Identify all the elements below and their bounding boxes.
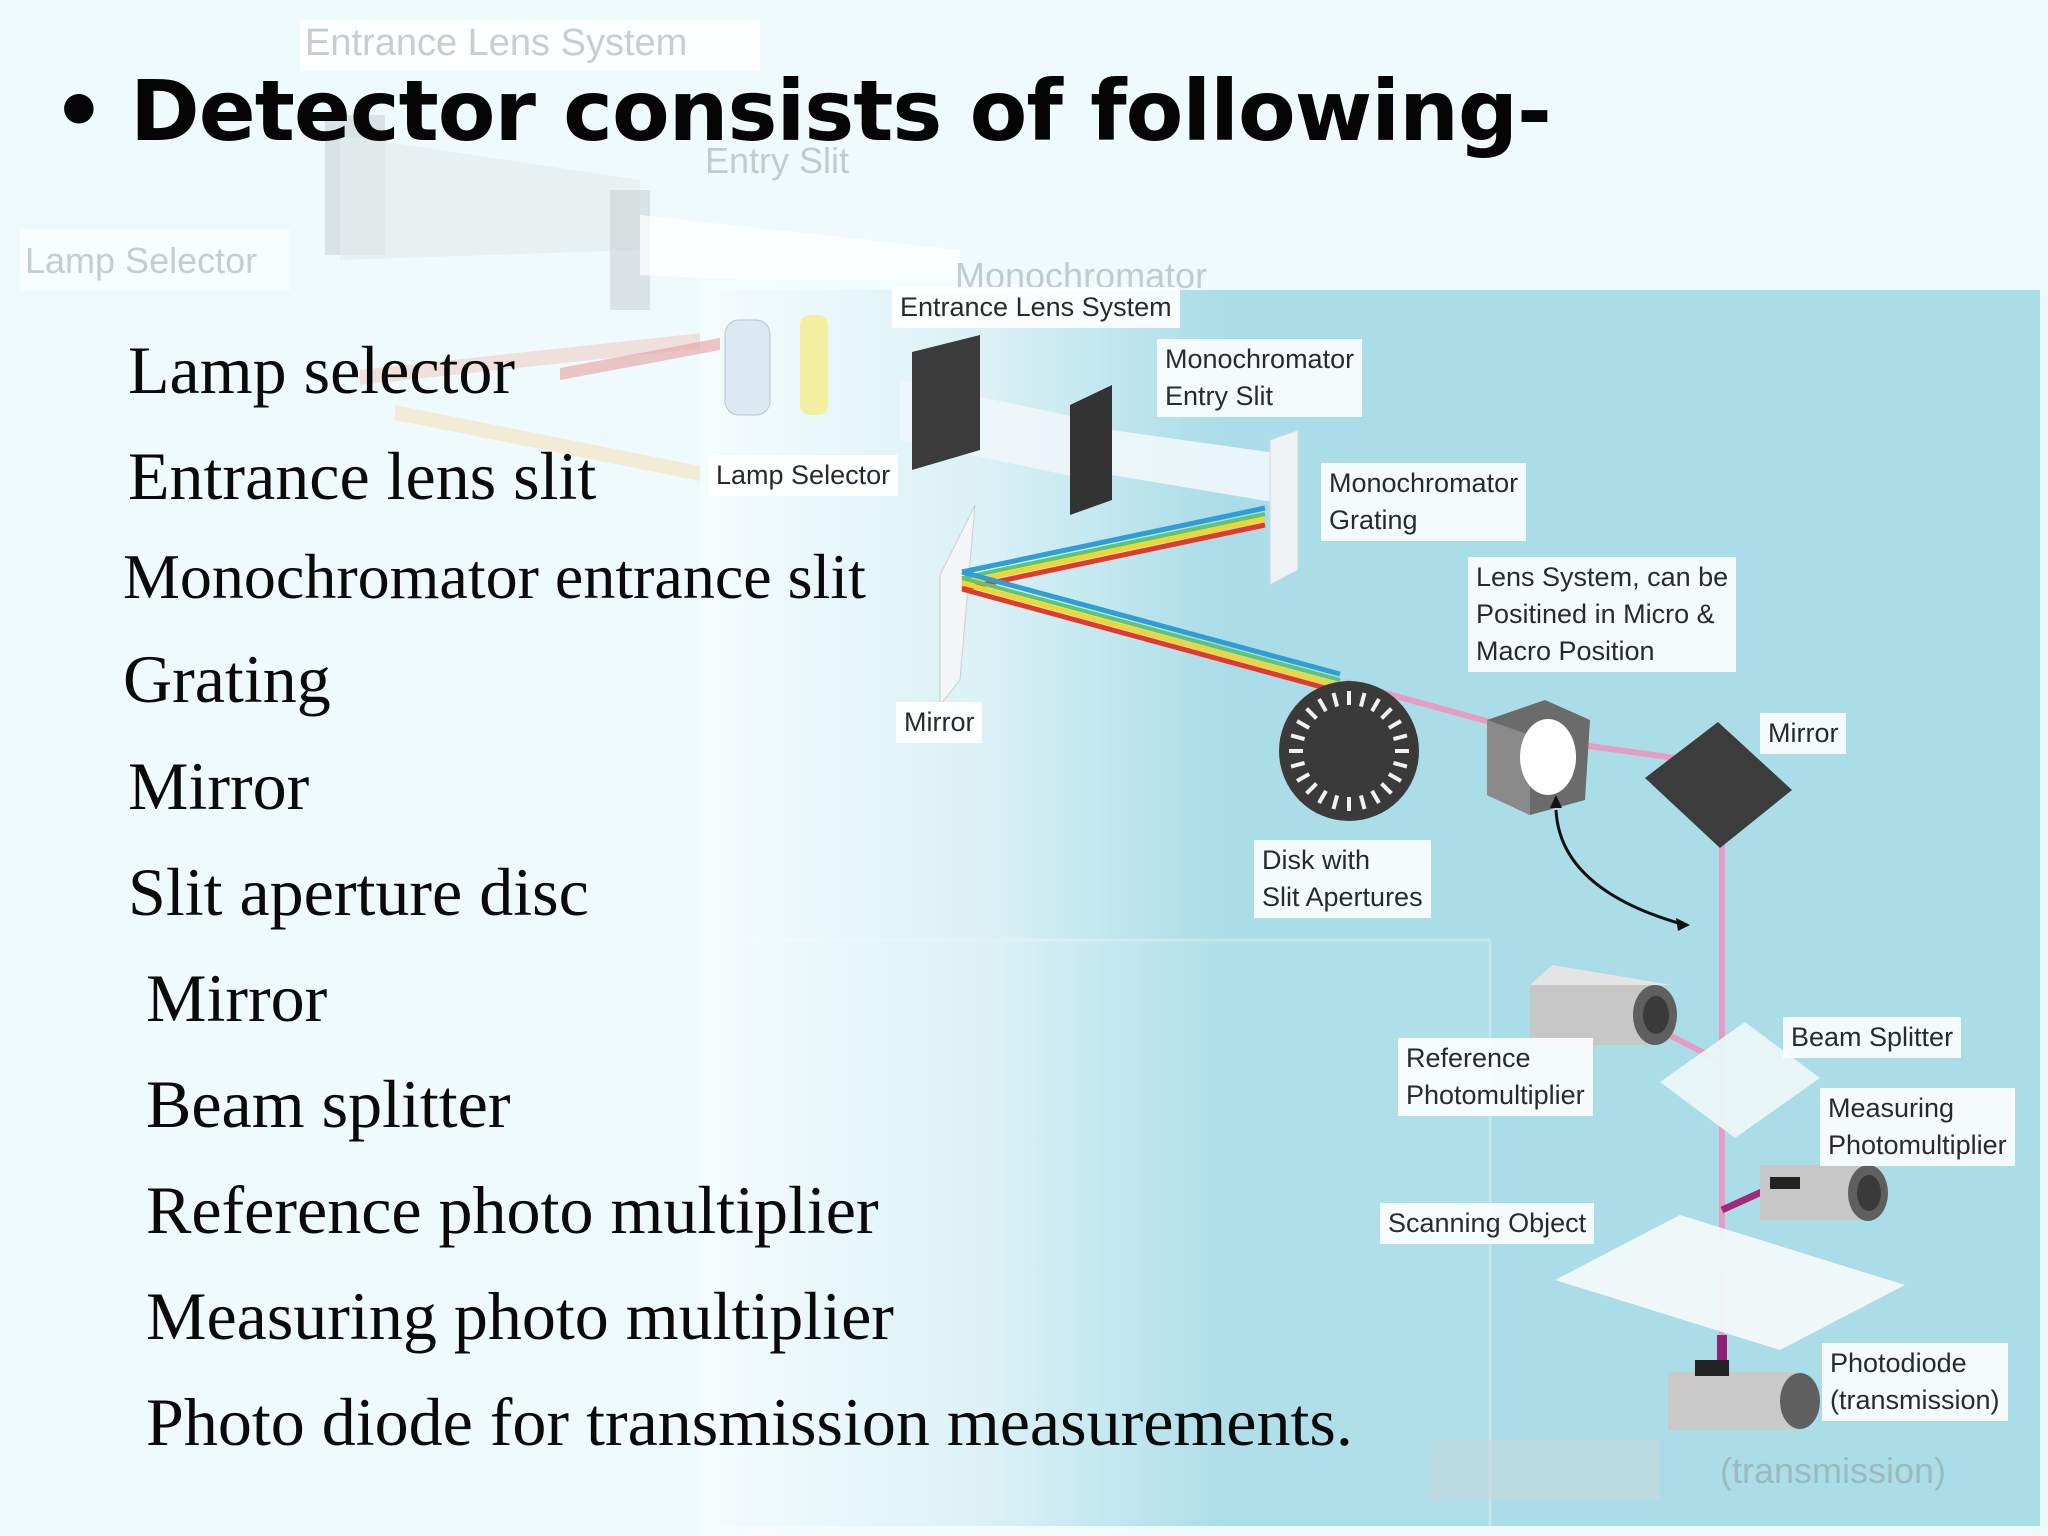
list-item: Photo diode for transmission measurement… (146, 1384, 1353, 1460)
list-item: Slit aperture disc (128, 854, 589, 930)
disk-slit (1392, 760, 1408, 769)
slide-title-text: Detector consists of following- (130, 62, 1552, 160)
disk-slit (1296, 772, 1311, 783)
label-lamp-selector: Lamp Selector (708, 455, 899, 496)
label-entrance-lens-system: Entrance Lens System (892, 287, 1180, 328)
list-item: Mirror (146, 960, 328, 1036)
disk-slit (1290, 733, 1306, 742)
disk-slit (1305, 707, 1318, 720)
disk-slit (1290, 760, 1306, 769)
disk-slit (1317, 789, 1328, 804)
ghost-transmission-label: (transmission) (1720, 1450, 1947, 1491)
title-bullet: • (52, 62, 106, 160)
disk-slit (1380, 707, 1393, 720)
disk-slit (1296, 719, 1311, 730)
list-item: Lamp selector (128, 332, 516, 408)
disk-slit (1358, 692, 1367, 708)
disk-slit (1380, 782, 1393, 795)
disk-slit (1387, 719, 1402, 730)
list-item: Measuring photo multiplier (146, 1278, 894, 1354)
ghost-lamp-selector-label: Lamp Selector (25, 240, 258, 281)
disk-slit (1305, 782, 1318, 795)
slide-title: •Detector consists of following- (52, 62, 1552, 160)
label-mirror-upper: Mirror (896, 702, 983, 743)
disk-slit (1331, 794, 1340, 810)
list-item: Beam splitter (146, 1066, 511, 1142)
list-item: Entrance lens slit (128, 438, 597, 514)
disk-slit (1358, 794, 1367, 810)
slit-disk-shape (1279, 681, 1419, 821)
disk-slit (1317, 698, 1328, 713)
list-item: Grating (123, 641, 331, 717)
label-photodiode: Photodiode(transmission) (1822, 1343, 2008, 1421)
ghost-entrance-lens-label: Entrance Lens System (305, 22, 688, 64)
list-item: Mirror (128, 748, 310, 824)
list-item: Reference photo multiplier (146, 1172, 879, 1248)
disk-slit (1387, 772, 1402, 783)
disk-slit (1370, 789, 1381, 804)
list-item: Monochromator entrance slit (123, 541, 866, 612)
label-beam-splitter: Beam Splitter (1783, 1017, 1962, 1058)
disk-slit (1331, 692, 1340, 708)
label-scanning-object: Scanning Object (1380, 1203, 1595, 1244)
disk-slit (1392, 733, 1408, 742)
label-mirror-right: Mirror (1760, 713, 1847, 754)
ghost-entry-slit-label: Entry Slit (705, 140, 850, 181)
disk-slit (1370, 698, 1381, 713)
